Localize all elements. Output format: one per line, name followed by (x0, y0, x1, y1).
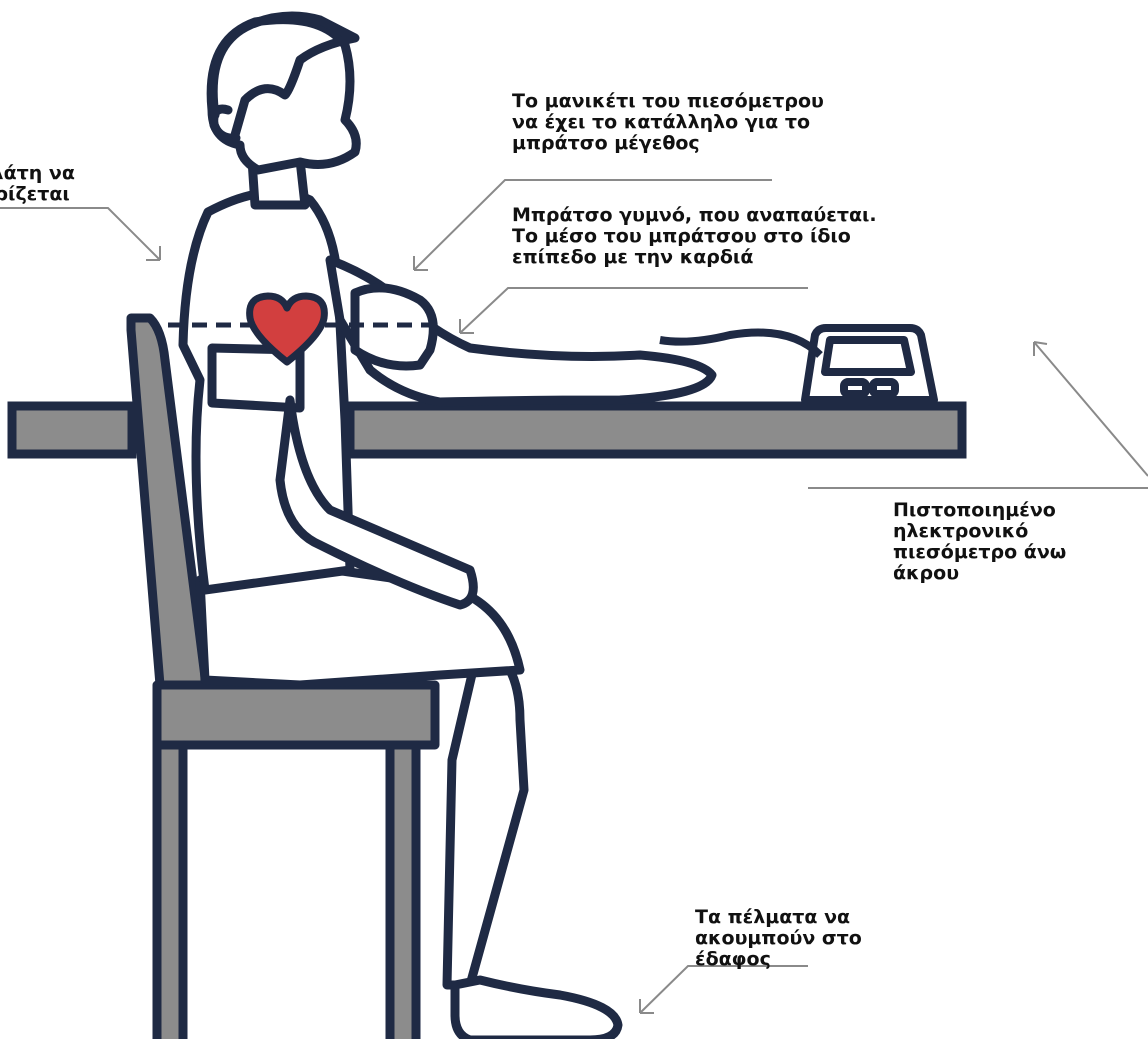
leader-arm (460, 288, 808, 333)
monitor-screen (825, 340, 911, 372)
person (183, 16, 712, 1039)
annotation-device: Πιστοποιημένο ηλεκτρονικό πιεσόμετρο άνω… (893, 500, 1123, 584)
chair-leg-back (390, 745, 416, 1039)
person-foot (455, 980, 618, 1039)
annotation-arm: Μπράτσο γυμνό, που αναπαύεται. Το μέσο τ… (512, 205, 932, 268)
annotation-cuff: Το μανικέτι του πιεσόμετρου να έχει το κ… (512, 91, 852, 154)
annotation-feet: Τα πέλματα να ακουμπούν στο έδαφος (695, 907, 915, 970)
monitor-button-right (873, 382, 895, 394)
table-top-right (350, 406, 962, 454)
person-lower-leg (447, 640, 524, 985)
chair-seat (157, 685, 435, 745)
table-top-left (12, 406, 132, 454)
chair-leg-front (157, 745, 183, 1039)
monitor-tube (660, 333, 820, 356)
annotation-back-text: Η πλάτη να στηρίζεται (0, 163, 114, 205)
monitor-button-left (844, 382, 866, 394)
leader-feet (640, 966, 808, 1013)
annotation-back: Η πλάτη να στηρίζεται (0, 142, 160, 226)
